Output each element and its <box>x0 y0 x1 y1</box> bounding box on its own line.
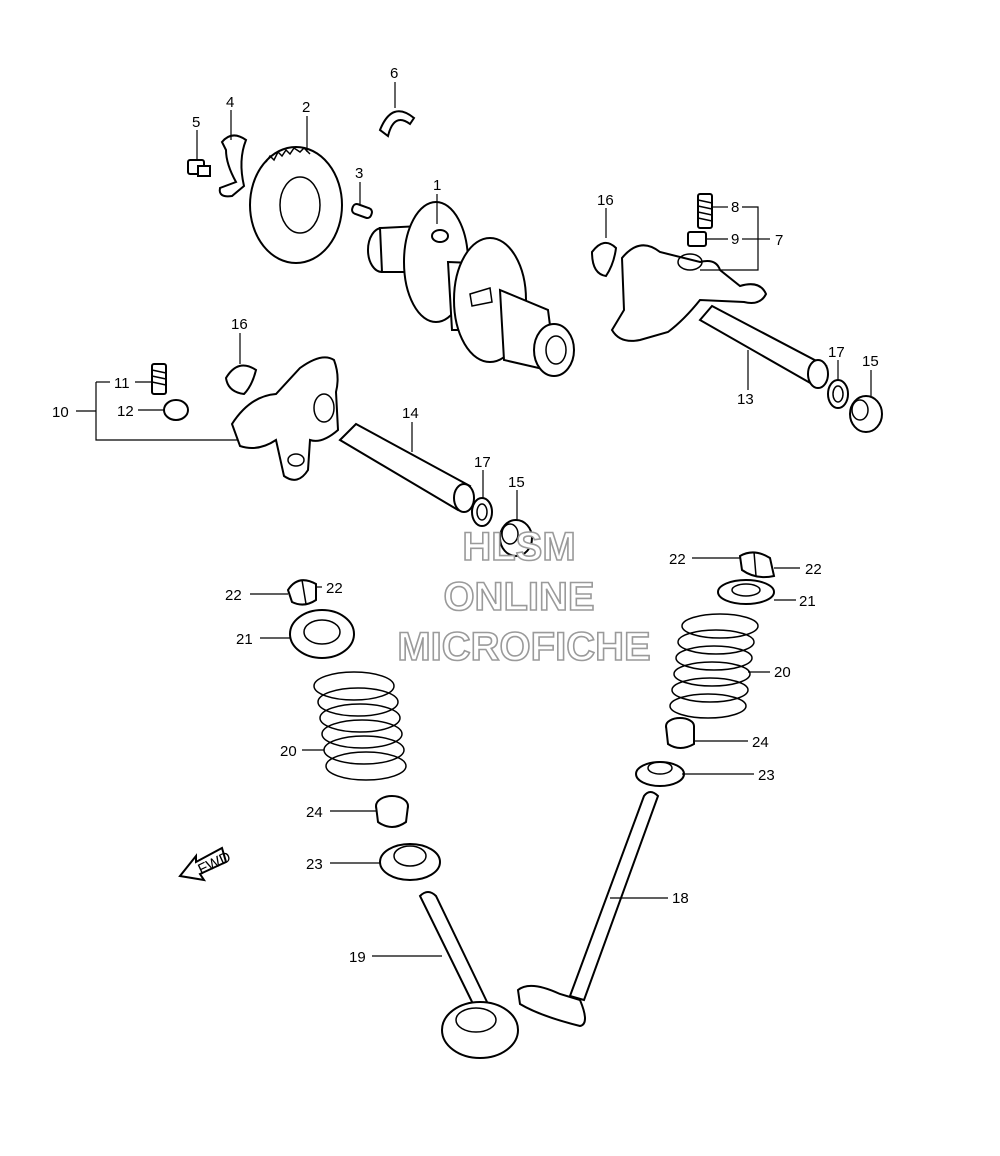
callout-7: 7 <box>775 232 783 249</box>
callout-3: 3 <box>355 165 363 182</box>
callout-10: 10 <box>52 404 69 421</box>
part-6-clip <box>378 110 416 138</box>
part-16-loop-right <box>590 241 618 278</box>
callout-22-right-a: 22 <box>669 551 686 568</box>
callout-1: 1 <box>433 177 441 194</box>
callout-4: 4 <box>226 94 234 111</box>
part-9-nut <box>687 231 707 247</box>
callout-12: 12 <box>117 403 134 420</box>
callout-14: 14 <box>402 405 419 422</box>
callout-15-right: 15 <box>862 353 879 370</box>
callout-22-left-a: 22 <box>225 587 242 604</box>
part-23-seat-left <box>379 843 441 881</box>
callout-13: 13 <box>737 391 754 408</box>
part-23-seat-right <box>635 761 685 787</box>
part-11-screw <box>151 363 167 395</box>
callout-8: 8 <box>731 199 739 216</box>
part-19-valve <box>418 891 519 1059</box>
watermark: HLSM ONLINE MICROFICHE <box>397 524 652 670</box>
part-1-camshaft <box>367 201 575 377</box>
part-18-valve <box>516 791 660 1028</box>
callout-5: 5 <box>192 114 200 131</box>
callout-18: 18 <box>672 890 689 907</box>
part-21-retainer-left <box>289 609 355 659</box>
part-17-oring-left-inner <box>476 503 488 521</box>
part-5-bolt <box>187 159 211 177</box>
callout-22-left-b: 22 <box>326 580 343 597</box>
leader-lines <box>76 82 872 957</box>
part-13-rocker-shaft <box>698 304 829 389</box>
callout-20-right: 20 <box>774 664 791 681</box>
callout-labels: 1 2 3 4 5 6 7 8 9 10 11 12 13 14 15 15 1… <box>52 65 879 966</box>
callout-22-right-b: 22 <box>805 561 822 578</box>
callout-21-left: 21 <box>236 631 253 648</box>
callout-20-left: 20 <box>280 743 297 760</box>
callout-16-right: 16 <box>597 192 614 209</box>
part-20-spring-right <box>669 613 759 719</box>
callout-15-left: 15 <box>508 474 525 491</box>
watermark-line2: ONLINE <box>443 575 594 619</box>
part-4-lock-plate <box>218 134 248 198</box>
part-15-plug-right <box>849 395 883 433</box>
part-14-rocker-shaft <box>338 422 475 513</box>
part-15-plug-left <box>499 519 533 557</box>
part-10-rocker-arm <box>230 356 340 481</box>
callout-23-left: 23 <box>306 856 323 873</box>
part-17-oring-left <box>471 497 493 527</box>
callout-21-right: 21 <box>799 593 816 610</box>
callout-17-left: 17 <box>474 454 491 471</box>
part-22-cotters-left <box>286 579 317 606</box>
callout-24-left: 24 <box>306 804 323 821</box>
part-24-seal-right <box>665 717 695 749</box>
part-3-pin <box>351 203 373 219</box>
callout-23-right: 23 <box>758 767 775 784</box>
callout-16-left: 16 <box>231 316 248 333</box>
watermark-line1: HLSM <box>462 525 575 569</box>
part-22-cotters-right <box>738 551 776 579</box>
fwd-arrow-icon: FWD <box>178 846 234 882</box>
part-7-rocker-arm <box>610 244 768 342</box>
part-17-oring-right-inner <box>832 385 844 403</box>
part-16-loop-left <box>224 364 258 396</box>
part-24-seal-left <box>375 795 409 828</box>
callout-19: 19 <box>349 949 366 966</box>
part-12-nut <box>163 399 189 421</box>
callout-2: 2 <box>302 99 310 116</box>
part-8-adjust-screw <box>697 193 713 229</box>
part-17-oring-right <box>827 379 849 409</box>
callout-24-right: 24 <box>752 734 769 751</box>
callout-9: 9 <box>731 231 739 248</box>
watermark-line3: MICROFICHE <box>397 625 650 669</box>
callout-17-right: 17 <box>828 344 845 361</box>
part-2-cam-sprocket <box>249 146 343 264</box>
callout-6: 6 <box>390 65 398 82</box>
part-20-spring-left <box>313 671 407 781</box>
callout-11: 11 <box>114 375 130 392</box>
part-21-retainer-right <box>717 579 775 605</box>
